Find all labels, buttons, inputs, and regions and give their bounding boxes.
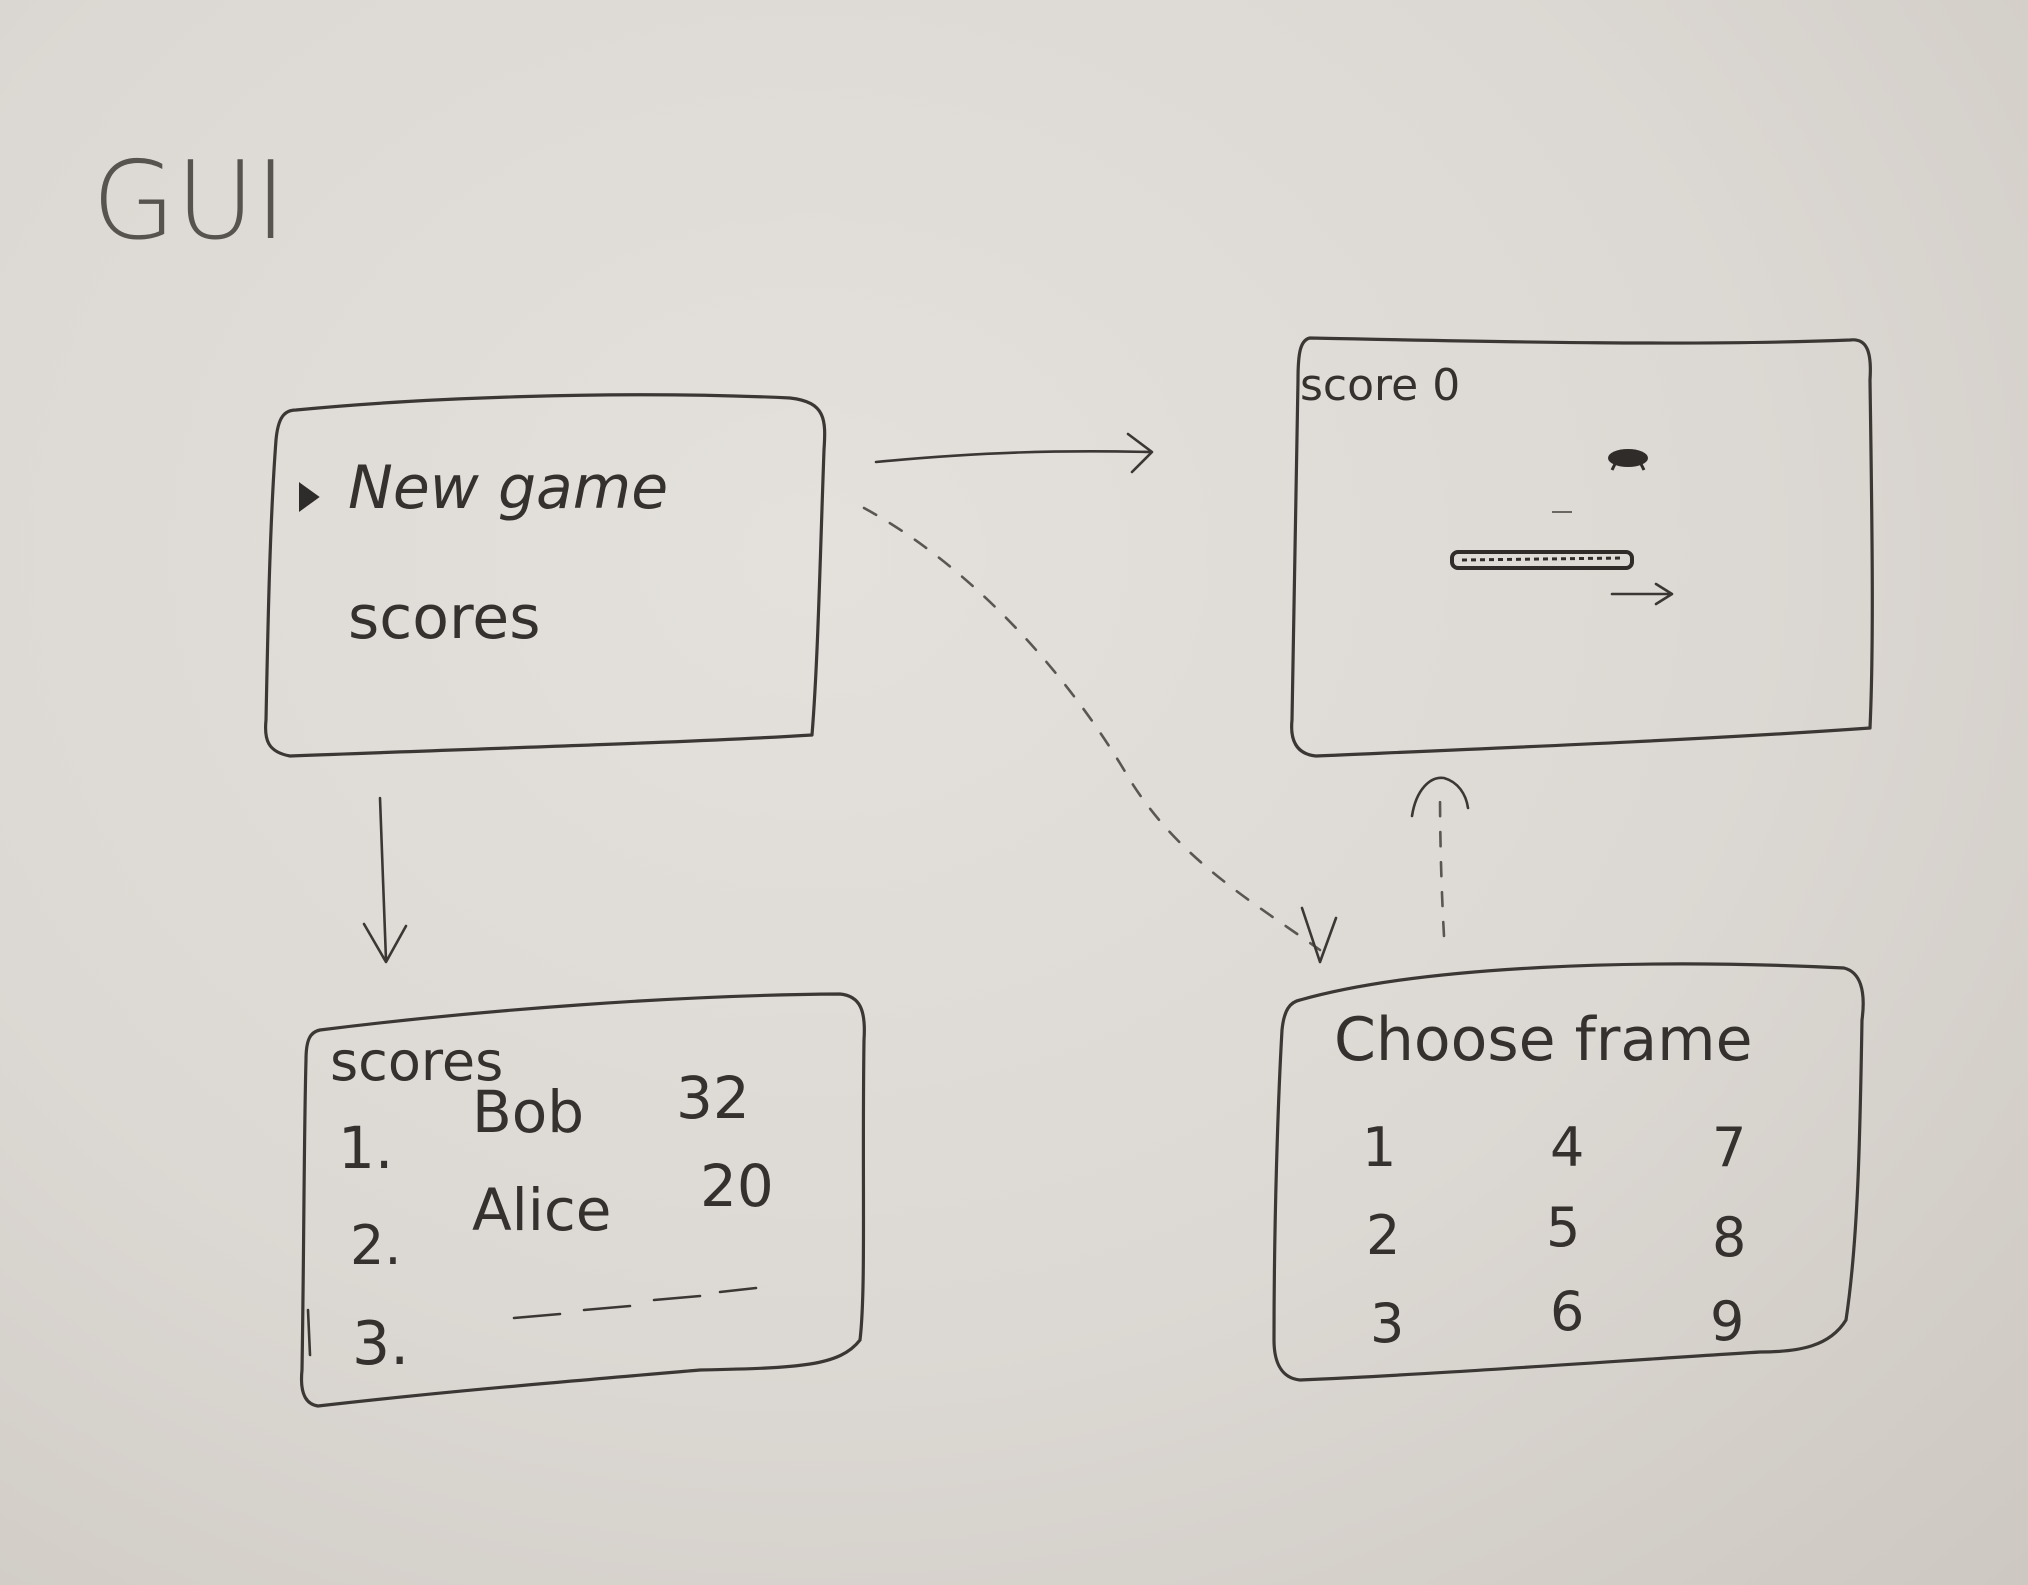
scores-name-1: Bob bbox=[472, 1078, 584, 1146]
frame-option-2[interactable]: 2 bbox=[1366, 1204, 1400, 1267]
choose-frame-frame: Choose frame 1 4 7 2 5 8 3 6 9 bbox=[1272, 962, 1865, 1382]
scores-rank-3: 3. bbox=[352, 1309, 409, 1379]
scores-frame: scores 1. Bob 32 2. Alice 20 3. bbox=[299, 992, 866, 1408]
choose-frame-border bbox=[1272, 962, 1865, 1382]
score-label: score 0 bbox=[1300, 360, 1460, 411]
scores-frame-border bbox=[299, 992, 866, 1408]
arrow-menu-to-choose-frame-head bbox=[1300, 906, 1338, 964]
menu-item-new-game[interactable]: New game bbox=[348, 453, 668, 523]
main-menu-border bbox=[263, 393, 827, 758]
frame-option-7[interactable]: 7 bbox=[1712, 1116, 1746, 1179]
frame-option-3[interactable]: 3 bbox=[1370, 1292, 1404, 1355]
scores-frame-edge-mark bbox=[306, 1308, 312, 1357]
menu-item-scores[interactable]: scores bbox=[348, 583, 540, 653]
choose-frame-title: Choose frame bbox=[1334, 1005, 1753, 1075]
arrow-menu-to-choose-frame bbox=[862, 506, 1322, 952]
ball-icon bbox=[1608, 449, 1648, 471]
scores-rank-2: 2. bbox=[350, 1214, 402, 1277]
game-frame-border bbox=[1290, 336, 1874, 758]
main-menu-frame: New game scores bbox=[263, 393, 827, 758]
scores-value-2: 20 bbox=[700, 1152, 774, 1220]
paddle-icon bbox=[1450, 550, 1634, 570]
frame-option-6[interactable]: 6 bbox=[1550, 1280, 1584, 1343]
scores-empty-placeholder bbox=[512, 1286, 758, 1320]
arrow-choose-frame-to-game-head bbox=[1410, 776, 1470, 818]
arrow-choose-frame-to-game bbox=[1438, 788, 1446, 938]
paddle-direction-arrow bbox=[1610, 582, 1674, 606]
frame-option-8[interactable]: 8 bbox=[1712, 1206, 1746, 1269]
page-title: GUI bbox=[92, 139, 287, 264]
arrow-menu-to-scores bbox=[362, 796, 408, 964]
scores-title: scores bbox=[330, 1030, 503, 1093]
frame-option-5[interactable]: 5 bbox=[1546, 1196, 1580, 1259]
scores-name-2: Alice bbox=[472, 1176, 611, 1244]
arrow-menu-to-game bbox=[874, 432, 1154, 474]
scores-value-1: 32 bbox=[676, 1064, 750, 1132]
scores-rank-1: 1. bbox=[338, 1114, 393, 1182]
triangle-right-icon bbox=[299, 482, 320, 512]
game-frame: score 0 bbox=[1290, 336, 1874, 758]
frame-option-1[interactable]: 1 bbox=[1362, 1116, 1396, 1179]
frame-option-9: 9 bbox=[1710, 1290, 1744, 1353]
frame-option-4[interactable]: 4 bbox=[1550, 1116, 1584, 1179]
